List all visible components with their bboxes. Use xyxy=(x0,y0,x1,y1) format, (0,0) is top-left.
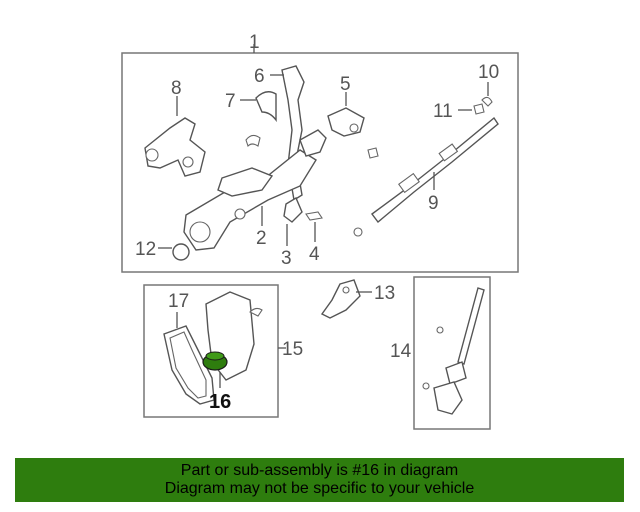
callout-6: 6 xyxy=(254,66,265,87)
part-12-nut xyxy=(172,243,190,261)
callout-15: 15 xyxy=(282,339,303,360)
callout-2: 2 xyxy=(256,228,267,249)
info-banner: Part or sub-assembly is #16 in diagram D… xyxy=(15,458,624,502)
callout-1: 1 xyxy=(249,32,260,53)
part-4-pin xyxy=(305,211,323,221)
part-9-intermediate-shaft xyxy=(353,116,499,237)
part-8-bracket xyxy=(144,117,206,177)
callout-12: 12 xyxy=(135,239,156,260)
banner-line-1: Part or sub-assembly is #16 in diagram xyxy=(180,462,459,479)
callout-4: 4 xyxy=(309,244,320,265)
part-7-clamp xyxy=(255,91,277,123)
callout-8: 8 xyxy=(171,78,182,99)
part-clip xyxy=(245,134,261,148)
part-16-highlighted xyxy=(202,351,228,371)
callout-10: 10 xyxy=(478,62,499,83)
part-17-gasket-inner xyxy=(169,331,207,399)
callout-5: 5 xyxy=(340,74,351,95)
callout-17: 17 xyxy=(168,291,189,312)
callout-7: 7 xyxy=(225,91,236,112)
part-11-pin xyxy=(473,103,485,115)
banner-line-2: Diagram may not be specific to your vehi… xyxy=(164,480,475,497)
callout-9: 9 xyxy=(428,193,439,214)
part-3-joint xyxy=(283,196,303,223)
callout-16: 16 xyxy=(209,391,231,413)
part-5-bracket xyxy=(327,107,365,137)
callout-3: 3 xyxy=(281,248,292,269)
part-bolt xyxy=(367,147,379,159)
part-small-clip xyxy=(249,307,263,317)
callout-14: 14 xyxy=(390,341,412,362)
callout-11: 11 xyxy=(433,101,453,122)
part-13-bracket xyxy=(320,279,361,319)
part-linkage xyxy=(299,129,327,157)
callout-13: 13 xyxy=(374,283,395,304)
parts-diagram: 1 8 7 6 2 5 3 4 xyxy=(121,32,519,430)
part-2-column-housing xyxy=(183,149,317,251)
part-14-steering-shaft xyxy=(422,287,485,415)
part-10-clip xyxy=(481,96,493,107)
